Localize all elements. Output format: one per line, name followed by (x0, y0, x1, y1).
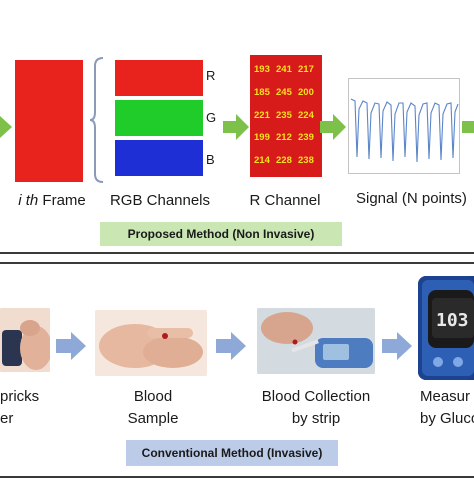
r-value: 199 (254, 132, 270, 144)
step1-label: pricks er (0, 386, 39, 430)
svg-text:103: 103 (436, 310, 469, 331)
arrow-left-stub-icon (0, 116, 12, 138)
arrow-right-icon (320, 114, 346, 140)
rgb-channels-label: RGB Channels (109, 192, 211, 209)
step1-line1: pricks (0, 388, 40, 405)
r-value: 224 (298, 109, 314, 121)
green-channel (115, 100, 203, 136)
r-value: 235 (276, 109, 292, 121)
signal-waveform-icon (350, 98, 459, 163)
arrow-right-stub-icon (462, 121, 474, 133)
arrow-right-icon (56, 332, 86, 360)
r-channel-matrix: 193 241 217 185 245 200 221 235 224 199 … (250, 55, 322, 177)
r-value: 214 (254, 155, 270, 167)
r-channel-label: R Channel (249, 192, 321, 209)
r-value: 228 (276, 155, 292, 167)
r-value: 241 (276, 64, 292, 75)
step3-line1: Blood Collection (261, 388, 371, 405)
proposed-method-panel (0, 0, 474, 254)
r-value: 239 (298, 132, 314, 144)
step2-line2: Sample (127, 410, 179, 427)
step3-label: Blood Collection by strip (252, 386, 380, 430)
conventional-method-badge: Conventional Method (Invasive) (126, 440, 338, 466)
r-value: 217 (298, 64, 314, 75)
r-value: 200 (298, 86, 314, 98)
frame-label: i th Frame (18, 192, 86, 209)
step2-label: Blood Sample (120, 386, 186, 430)
bracket-icon (90, 57, 104, 183)
step3-line2: by strip (291, 410, 341, 427)
r-value: 221 (254, 109, 270, 121)
blood-sample-photo (95, 310, 207, 376)
r-value: 212 (276, 132, 292, 144)
red-channel (115, 60, 203, 96)
frame-image (15, 60, 83, 182)
signal-label: Signal (N points) (356, 190, 467, 207)
arrow-right-icon (382, 332, 412, 360)
r-value: 238 (298, 155, 314, 167)
step4-line1: Measur (420, 388, 471, 405)
r-value: 245 (276, 86, 292, 98)
arrow-right-icon (223, 114, 249, 140)
r-value: 193 (254, 64, 270, 75)
channel-letter-b: B (206, 152, 215, 167)
channel-letter-g: G (206, 110, 217, 125)
step2-line1: Blood (133, 388, 173, 405)
blue-channel (115, 140, 203, 176)
step1-line2: er (0, 410, 14, 427)
step4-label: Measur by Gluco (420, 386, 474, 430)
arrow-right-icon (216, 332, 246, 360)
step4-line2: by Gluco (420, 410, 474, 427)
signal-plot (348, 78, 460, 174)
channel-letter-r: R (206, 68, 216, 83)
glucometer-image: 103 (418, 276, 474, 380)
proposed-method-badge: Proposed Method (Non Invasive) (100, 222, 342, 246)
blood-strip-photo (257, 308, 375, 374)
finger-prick-photo (0, 308, 50, 372)
r-value: 185 (254, 86, 270, 98)
